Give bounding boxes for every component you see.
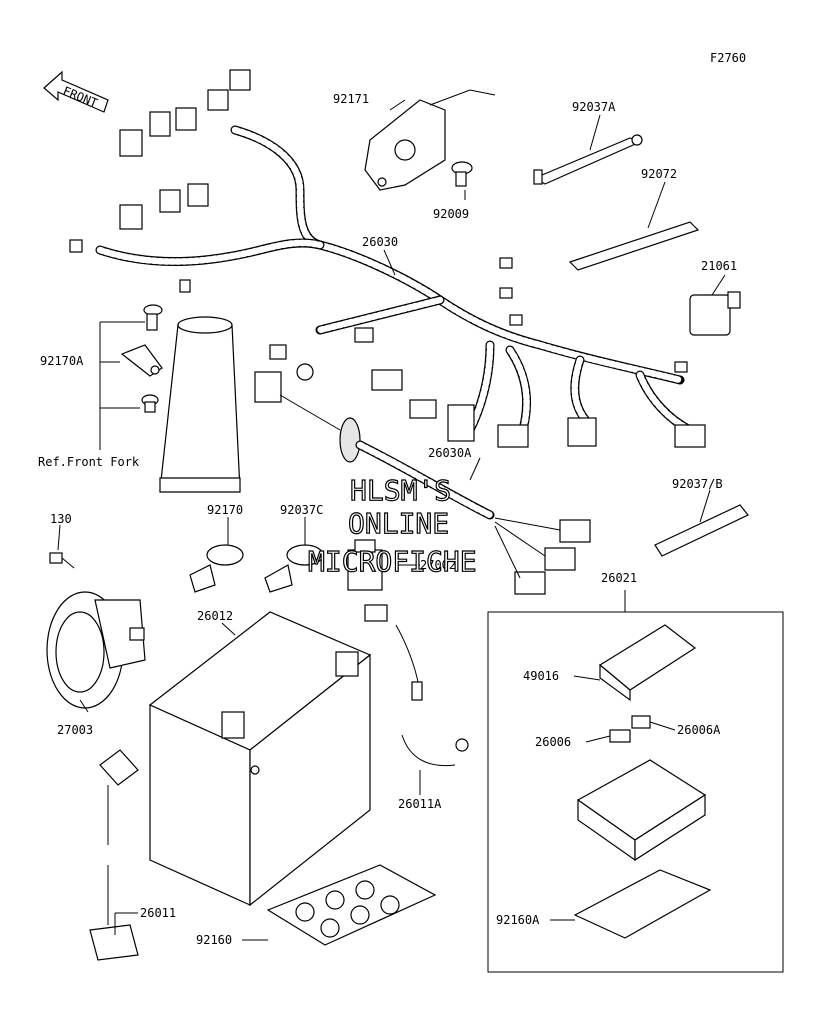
label-92037A: 92037A bbox=[572, 100, 616, 114]
label-26030: 26030 bbox=[362, 235, 398, 249]
cover-49016 bbox=[598, 624, 697, 702]
bolt-130 bbox=[49, 552, 75, 569]
leader-lines bbox=[57, 99, 726, 941]
pad-92160 bbox=[266, 864, 437, 946]
label-92170A: 92170A bbox=[40, 354, 84, 368]
horn-27003 bbox=[46, 591, 146, 709]
label-92072: 92072 bbox=[641, 167, 677, 181]
label-27002: 27002 bbox=[420, 558, 456, 572]
clamp-92037C bbox=[264, 544, 324, 593]
relay-27002 bbox=[347, 539, 383, 591]
label-92171: 92171 bbox=[333, 92, 369, 106]
label-92160: 92160 bbox=[196, 933, 232, 947]
label-130: 130 bbox=[50, 512, 72, 526]
label-26011A: 26011A bbox=[398, 797, 442, 811]
label-92037B: 92037/B bbox=[672, 477, 723, 491]
label-26006: 26006 bbox=[535, 735, 571, 749]
front-arrow-icon: FRONT bbox=[43, 70, 109, 113]
label-26011: 26011 bbox=[140, 906, 176, 920]
label-21061: 21061 bbox=[701, 259, 737, 273]
figure-code: F2760 bbox=[710, 51, 746, 65]
cover-21061 bbox=[689, 291, 741, 336]
label-26012: 26012 bbox=[197, 609, 233, 623]
front-fork-tube bbox=[159, 316, 241, 493]
bolt-92009 bbox=[451, 161, 473, 187]
junction-box-body bbox=[576, 759, 707, 862]
label-92170: 92170 bbox=[207, 503, 243, 517]
pad-92160A bbox=[573, 869, 712, 939]
band-92037A bbox=[533, 134, 643, 185]
leader-92170A bbox=[99, 321, 145, 450]
clamp-92170A bbox=[120, 304, 163, 413]
watermark-line-2: ONLINE bbox=[348, 507, 449, 540]
label-26006A: 26006A bbox=[677, 723, 721, 737]
ref-front-fork-note: Ref.Front Fork bbox=[38, 455, 140, 469]
fuse-26006 bbox=[609, 729, 631, 743]
label-27003: 27003 bbox=[57, 723, 93, 737]
main-harness-26030 bbox=[69, 69, 706, 448]
label-26030A: 26030A bbox=[428, 446, 472, 460]
label-49016: 49016 bbox=[523, 669, 559, 683]
sub-harness-26030A bbox=[254, 371, 591, 595]
pad-92037B bbox=[654, 504, 749, 557]
watermark-line-3: MICROFICHE bbox=[308, 545, 477, 578]
battery-26012 bbox=[148, 611, 372, 907]
watermark: HLSM'S ONLINE MICROFICHE bbox=[307, 473, 477, 578]
lead-26011 bbox=[89, 749, 139, 961]
label-92009: 92009 bbox=[433, 207, 469, 221]
fuse-26006A bbox=[631, 715, 651, 729]
label-92160A: 92160A bbox=[496, 913, 540, 927]
bracket-92171 bbox=[364, 89, 496, 191]
junction-box-frame-26021 bbox=[487, 590, 784, 973]
strap-92072 bbox=[568, 221, 700, 271]
lead-26011A bbox=[364, 604, 469, 767]
label-26021: 26021 bbox=[601, 571, 637, 585]
watermark-line-1: HLSM'S bbox=[350, 474, 451, 507]
clamp-92170 bbox=[189, 544, 244, 593]
label-92037C: 92037C bbox=[280, 503, 323, 517]
